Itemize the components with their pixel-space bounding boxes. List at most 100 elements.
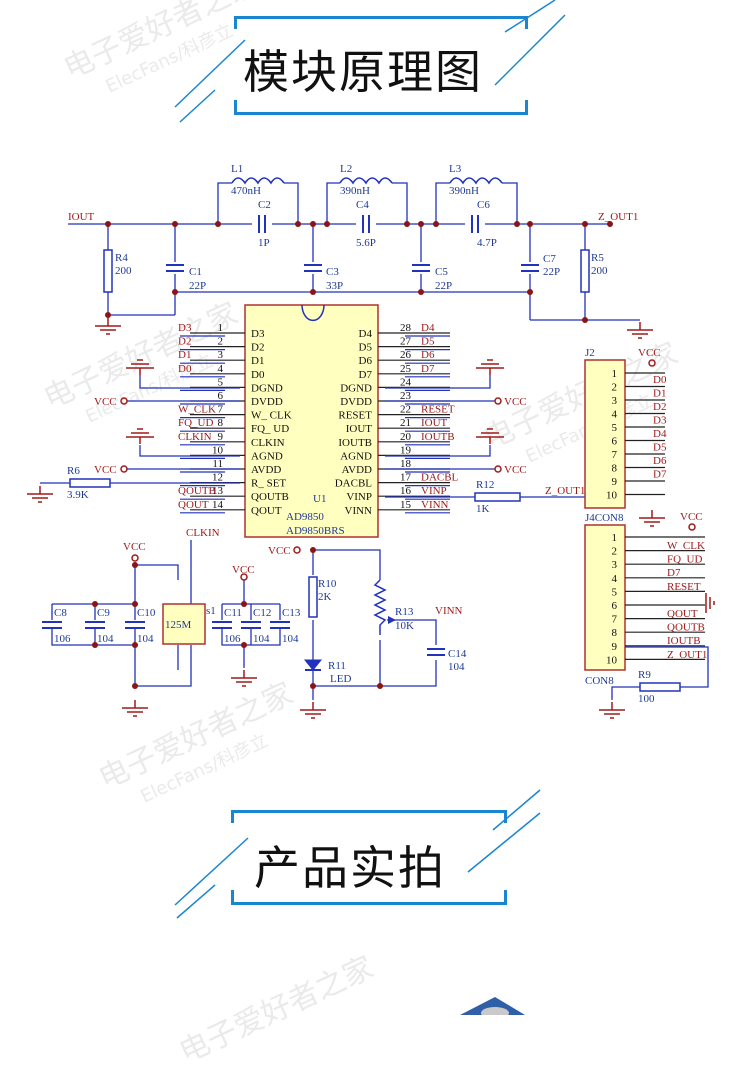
ground-icon: [122, 700, 148, 717]
vcc-terminal: [648, 359, 656, 367]
vcc-label: VCC: [504, 464, 527, 476]
chip-pin-number: 8: [218, 417, 224, 429]
net-label-z-out1: Z_OUT1: [598, 211, 638, 223]
chip-pin-number: 9: [218, 431, 224, 443]
resistor-r5: [580, 249, 590, 293]
chip-pin-name: QOUT: [251, 505, 282, 517]
banner-decoration: [174, 0, 566, 123]
chip-pin-name: W_ CLK: [251, 410, 292, 422]
net-label: W_CLK: [178, 404, 216, 416]
connector-j4-ref: J4CON8: [585, 512, 624, 524]
connector-j4-type: CON8: [585, 675, 614, 687]
chip-pin-number: 1: [218, 322, 224, 334]
resistor-r4: [103, 249, 113, 293]
chip-pin-number: 4: [218, 363, 224, 375]
chip-pin-number: 24: [400, 376, 412, 388]
chip-pin-number: 2: [218, 336, 224, 348]
cap-c2-ref: C2: [258, 199, 271, 211]
resistor-r4-ref: R4: [115, 252, 128, 264]
inductor-l1-value: 470nH: [231, 185, 261, 197]
led-ref: R11: [328, 660, 346, 672]
cap-c6-value: 4.7P: [477, 237, 497, 249]
resistor-r9-ref: R9: [638, 669, 651, 681]
chip-pin-name: QOUTB: [251, 491, 289, 503]
connector-j2: [584, 359, 626, 509]
net-label: D2: [178, 336, 191, 348]
cap-value: 104: [253, 633, 270, 645]
resistor-r5-value: 200: [591, 265, 608, 277]
chip-pin-name: AVDD: [251, 464, 281, 476]
connector-pin-number: 2: [612, 546, 618, 558]
chip-u1-part: AD9850: [286, 511, 324, 523]
inductor-l2-value: 390nH: [340, 185, 370, 197]
ground-icon: [627, 322, 653, 339]
chip-pin-name: DACBL: [335, 478, 373, 490]
resistor-r6-value: 3.9K: [67, 489, 89, 501]
connector-pin-number: 4: [612, 573, 618, 585]
cap-c1-value: 22P: [189, 280, 206, 292]
net-label-z-out1: Z_OUT1: [545, 485, 585, 497]
net-label: Z_OUT1: [667, 649, 707, 661]
chip-pin-number: 7: [218, 404, 224, 416]
net-label: D7: [667, 567, 681, 579]
ground-icon: [639, 510, 665, 527]
chip-pin-name: IOUTB: [338, 437, 372, 449]
inductor-l2: [339, 177, 393, 185]
chip-pin-name: DGND: [251, 382, 283, 394]
net-label: D1: [653, 388, 666, 400]
cap-c5-ref: C5: [435, 266, 448, 278]
net-label: FQ_UD: [667, 554, 703, 566]
cap-value: 104: [97, 633, 114, 645]
resistor-r6-ref: R6: [67, 465, 80, 477]
ground-icon: [126, 359, 154, 375]
resistor-r10-value: 2K: [318, 591, 332, 603]
net-label: D7: [421, 363, 435, 375]
connector-pin-number: 9: [612, 641, 618, 653]
chip-pin-number: 27: [400, 336, 412, 348]
net-label: D0: [653, 374, 667, 386]
vcc-label: VCC: [504, 396, 527, 408]
chip-pin-number: 21: [400, 417, 411, 429]
vcc-terminal: [494, 465, 502, 473]
chip-pin-number: 6: [218, 390, 224, 402]
connector-pin-number: 1: [612, 532, 618, 544]
inductor-l1: [231, 177, 285, 185]
chip-pin-name: DVDD: [251, 396, 283, 408]
vcc-label: VCC: [94, 464, 117, 476]
inductor-coils: [231, 177, 503, 185]
vcc-label: VCC: [94, 396, 117, 408]
net-label: D3: [653, 415, 667, 427]
chip-pin-number: 20: [400, 431, 412, 443]
resistor-r10-ref: R10: [318, 578, 337, 590]
connector-pin-number: 5: [612, 422, 618, 434]
net-label: CLKIN: [178, 431, 212, 443]
cap-ref: C9: [97, 607, 110, 619]
chip-pin-name: AVDD: [342, 464, 372, 476]
chip-pin-name: D4: [359, 328, 373, 340]
connector-pin-number: 2: [612, 382, 618, 394]
product-photo: [460, 997, 525, 1015]
net-label: QOUT: [667, 608, 698, 620]
net-label: RESET: [421, 404, 455, 416]
cap-ref: C12: [253, 607, 271, 619]
connector-pin-number: 8: [612, 627, 618, 639]
chip-pin-number: 13: [212, 485, 224, 497]
resistor-r12-value: 1K: [476, 503, 490, 515]
chip-pin-name: D2: [251, 342, 264, 354]
vcc-terminal: [120, 397, 128, 405]
chip-pin-number: 3: [218, 349, 224, 361]
cap-c7-ref: C7: [543, 253, 556, 265]
chip-pin-number: 14: [212, 499, 224, 511]
connector-pin-number: 5: [612, 586, 618, 598]
inductor-l1-ref: L1: [231, 163, 243, 175]
net-label: D0: [178, 363, 192, 375]
resistor-r4-value: 200: [115, 265, 132, 277]
net-label: D2: [653, 401, 666, 413]
chip-pin-name: IOUT: [346, 423, 373, 435]
chip-pin-name: D1: [251, 355, 264, 367]
net-label: FQ_UD: [178, 417, 214, 429]
net-label: IOUTB: [421, 431, 455, 443]
chip-pin-number: 11: [212, 458, 223, 470]
vcc-terminal: [293, 546, 301, 554]
